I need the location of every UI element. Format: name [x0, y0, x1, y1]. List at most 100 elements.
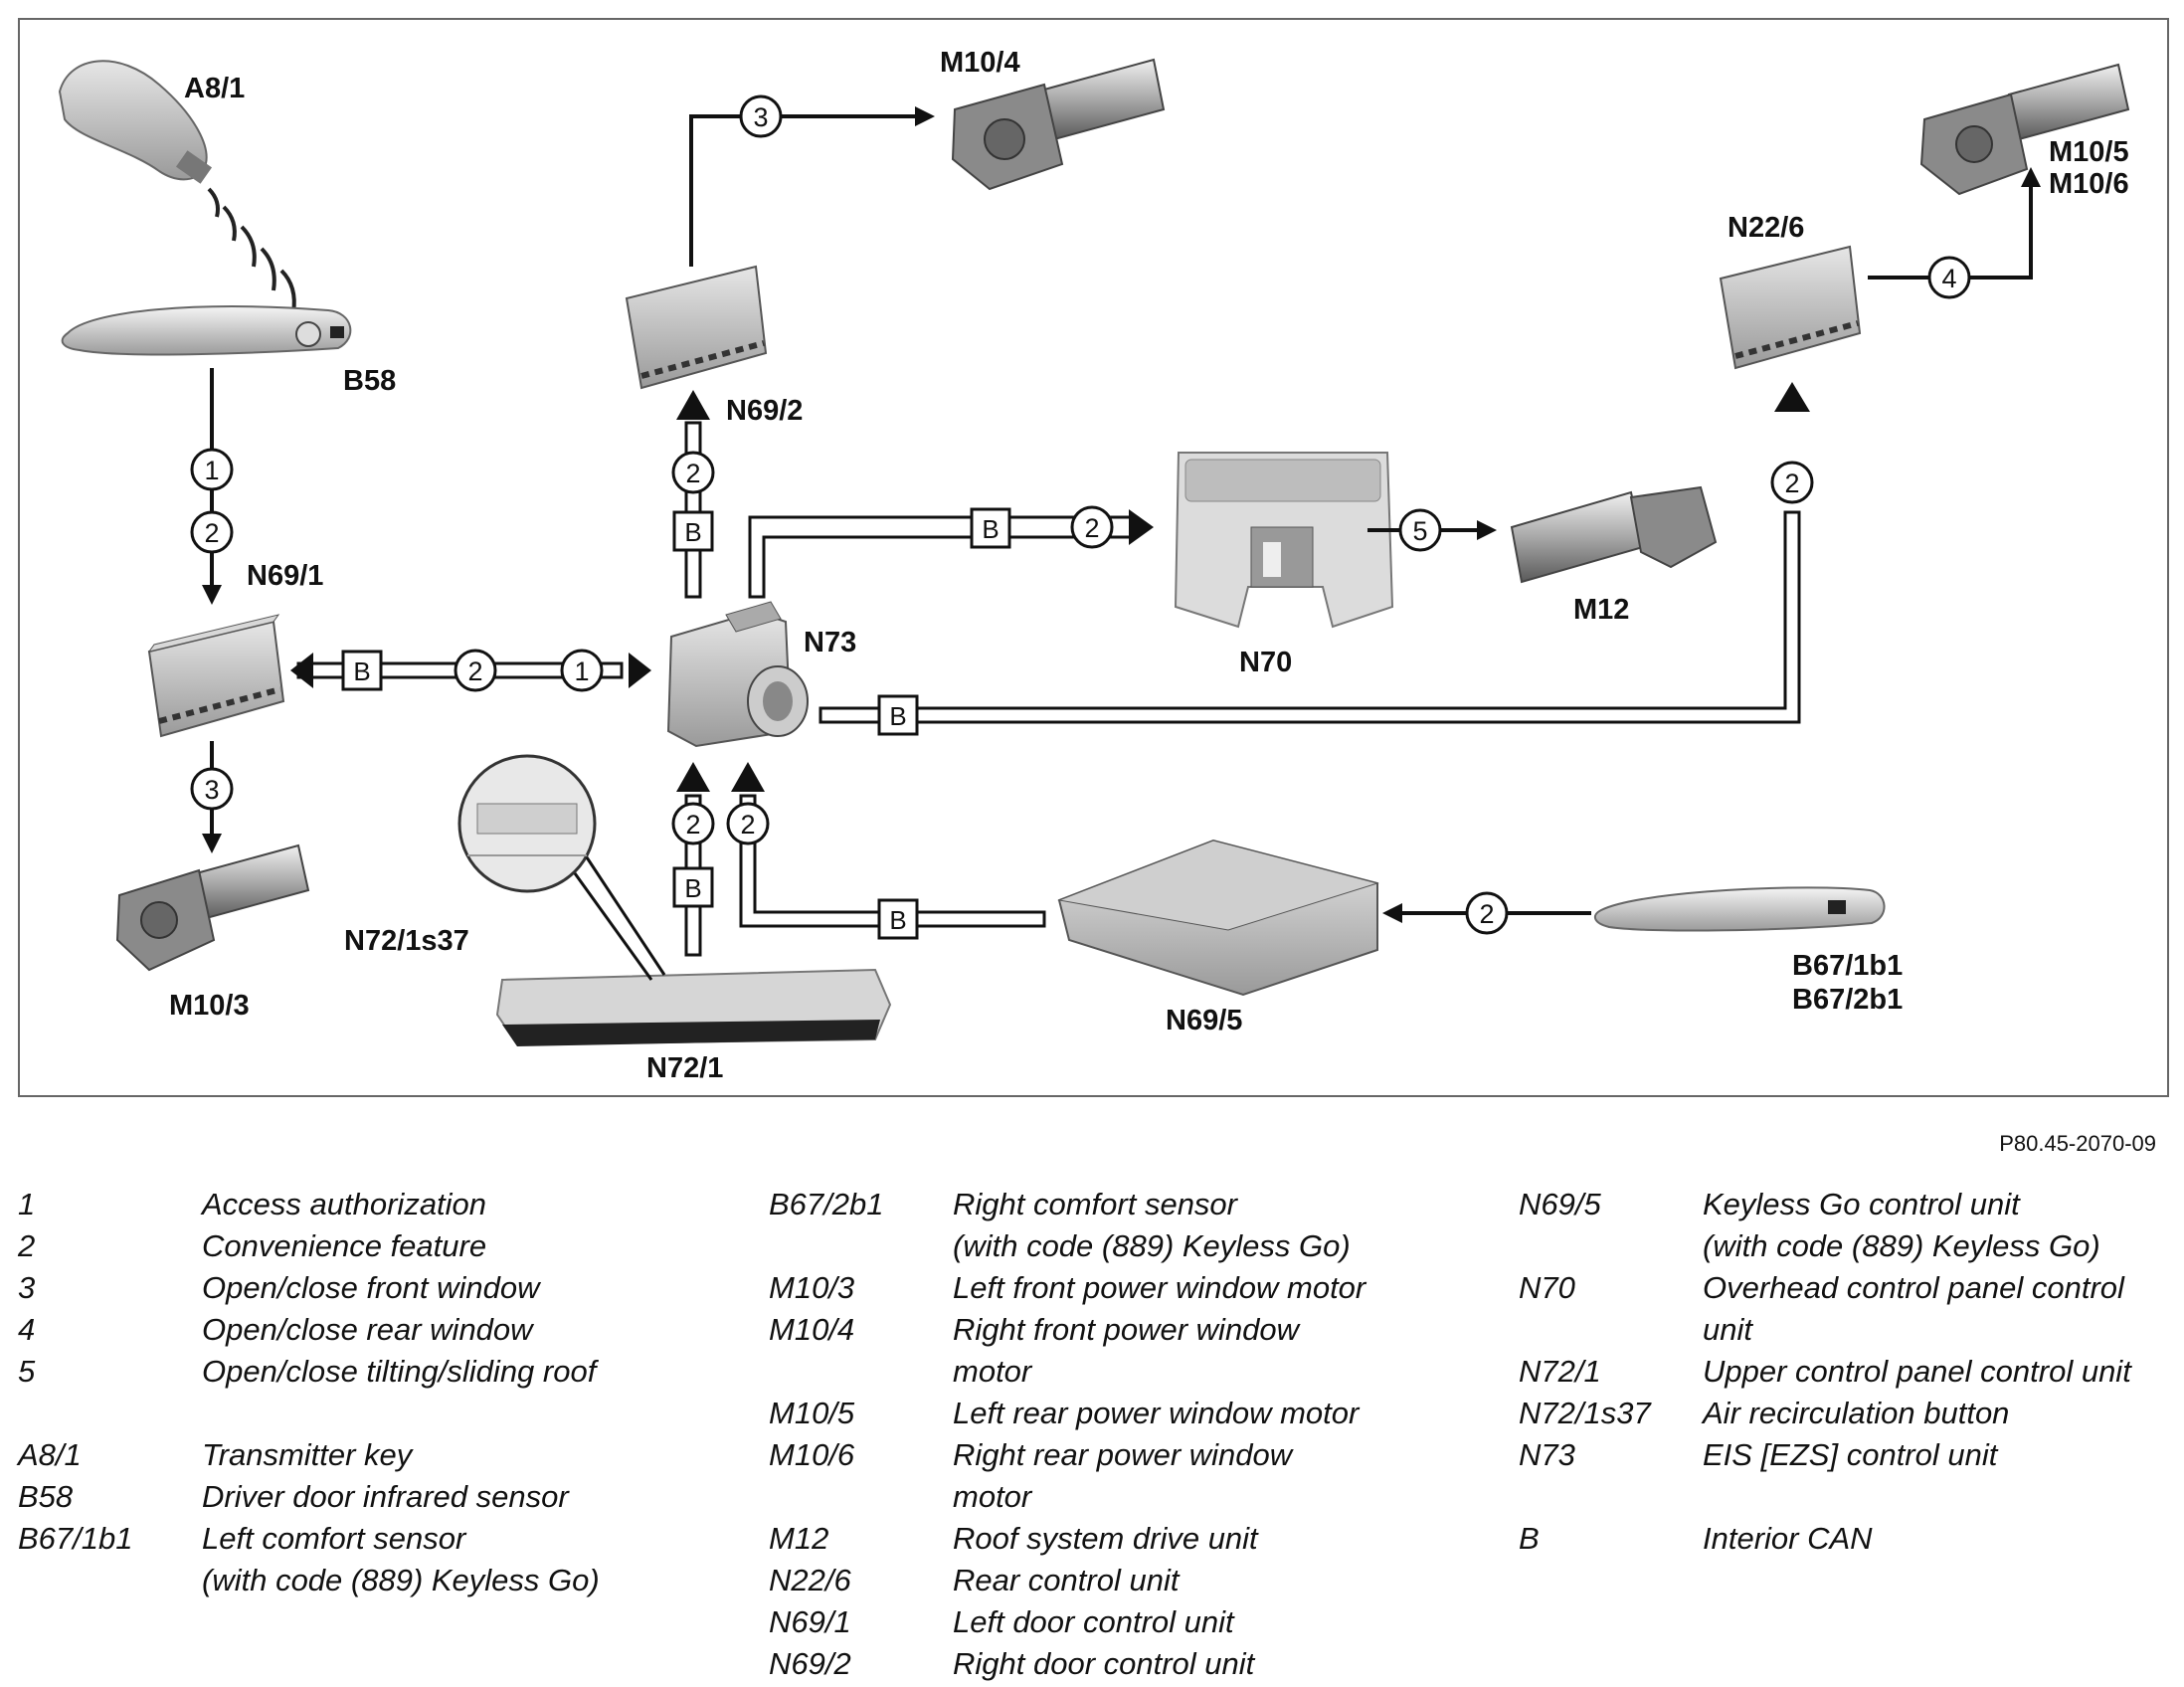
function-marker-2: 2 — [454, 649, 497, 692]
can-bus-marker-b: B — [341, 650, 383, 691]
svg-text:B: B — [889, 701, 906, 731]
legend-key: N73 — [1519, 1437, 1575, 1472]
m10-3-motor-icon — [115, 844, 310, 972]
legend-description: Open/close tilting/sliding roof — [202, 1354, 597, 1389]
legend-key — [1519, 1309, 1703, 1351]
driver-door-handle-icon — [61, 305, 352, 356]
n73-eis-unit-icon — [666, 601, 809, 748]
function-marker-2: 2 — [1465, 891, 1509, 935]
legend-description: Overhead control panel control — [1703, 1270, 2124, 1305]
label-m10-3: M10/3 — [169, 990, 250, 1022]
svg-text:1: 1 — [204, 456, 219, 485]
legend-key: M12 — [769, 1521, 829, 1556]
function-marker-2: 2 — [726, 802, 770, 845]
m10-5-m10-6-motor-icon — [1919, 63, 2130, 196]
svg-text:2: 2 — [1084, 513, 1099, 543]
legend-description: Left door control unit — [953, 1604, 1234, 1639]
label-b67-1b1: B67/1b1 — [1792, 950, 1903, 982]
legend-description: Roof system drive unit — [953, 1521, 1258, 1556]
svg-text:2: 2 — [204, 518, 219, 548]
legend-description: Transmitter key — [202, 1437, 413, 1472]
m10-4-motor-icon — [951, 58, 1166, 191]
can-bus-marker-b: B — [877, 694, 919, 736]
legend-description: Upper control panel control unit — [1703, 1354, 2131, 1389]
label-n69-1: N69/1 — [247, 560, 323, 592]
legend-row: motor — [769, 1476, 1365, 1518]
legend-description: Interior CAN — [1703, 1521, 1873, 1556]
transmitter-key-icon — [58, 60, 296, 313]
n70-overhead-panel-icon — [1174, 452, 1394, 629]
legend-description: Right front power window — [953, 1312, 1300, 1347]
function-marker-2: 2 — [671, 802, 715, 845]
legend-row: M10/6 Right rear power window — [769, 1434, 1365, 1476]
legend-description: (with code (889) Keyless Go) — [1703, 1228, 2100, 1263]
n22-6-module-icon — [1719, 245, 1862, 370]
legend-description: motor — [953, 1479, 1032, 1514]
figure-id: P80.45-2070-09 — [1999, 1131, 2156, 1156]
legend-description: Access authorization — [202, 1187, 487, 1221]
legend-key: B — [1519, 1521, 1540, 1556]
legend-spacer — [18, 1393, 600, 1434]
legend-spacer — [1519, 1476, 2131, 1518]
m12-roof-motor-icon — [1510, 485, 1718, 584]
label-m12: M12 — [1573, 594, 1629, 626]
legend-description: EIS [EZS] control unit — [1703, 1437, 1998, 1472]
legend-description: Right rear power window — [953, 1437, 1293, 1472]
legend-description: (with code (889) Keyless Go) — [202, 1563, 600, 1597]
legend-key — [18, 1560, 202, 1601]
comfort-sensor-handle-icon — [1593, 886, 1886, 932]
svg-text:2: 2 — [685, 810, 700, 840]
legend-key: N70 — [1519, 1270, 1575, 1305]
label-n69-2: N69/2 — [726, 395, 803, 427]
legend-key: 1 — [18, 1187, 36, 1221]
legend-key: B67/1b1 — [18, 1521, 133, 1556]
svg-text:2: 2 — [1784, 469, 1799, 498]
legend-description: motor — [953, 1354, 1032, 1389]
label-n69-5: N69/5 — [1166, 1005, 1242, 1036]
legend-description: Rear control unit — [953, 1563, 1180, 1597]
function-marker-4: 4 — [1927, 256, 1971, 299]
svg-text:1: 1 — [574, 656, 589, 686]
legend-key: M10/5 — [769, 1396, 855, 1430]
legend-description: Convenience feature — [202, 1228, 487, 1263]
legend-key — [769, 1351, 953, 1393]
legend-column-1: 1 Access authorization 2 Convenience featur… — [18, 1184, 600, 1601]
can-bus-marker-b: B — [970, 507, 1011, 549]
label-n72-1s37: N72/1s37 — [344, 925, 469, 957]
svg-text:B: B — [684, 873, 701, 903]
legend-key — [769, 1476, 953, 1518]
legend-row: N73 EIS [EZS] control unit — [1519, 1434, 2131, 1476]
legend-key: 2 — [18, 1228, 36, 1263]
can-bus-marker-b: B — [877, 898, 919, 940]
legend-key: 4 — [18, 1312, 36, 1347]
legend-key: 3 — [18, 1270, 36, 1305]
legend-description: Right door control unit — [953, 1646, 1255, 1681]
legend-description: unit — [1703, 1312, 1752, 1347]
function-marker-3: 3 — [190, 767, 234, 811]
legend-key: A8/1 — [18, 1437, 82, 1472]
legend-key: M10/4 — [769, 1312, 855, 1347]
svg-text:B: B — [353, 656, 370, 686]
svg-text:B: B — [684, 517, 701, 547]
function-marker-1: 1 — [190, 448, 234, 491]
legend-key: M10/6 — [769, 1437, 855, 1472]
svg-text:2: 2 — [685, 459, 700, 488]
svg-text:2: 2 — [1479, 899, 1494, 929]
label-m10-4: M10/4 — [940, 47, 1020, 79]
can-bus-marker-b: B — [672, 866, 714, 908]
arrowheads — [202, 106, 2041, 923]
label-n22-6: N22/6 — [1728, 212, 1804, 244]
legend-row: motor — [769, 1351, 1365, 1393]
n69-2-module-icon — [625, 265, 768, 390]
legend-description: (with code (889) Keyless Go) — [953, 1228, 1351, 1263]
legend-key: 5 — [18, 1354, 36, 1389]
svg-text:3: 3 — [204, 775, 219, 805]
legend-row: 5 Open/close tilting/sliding roof — [18, 1351, 600, 1393]
svg-text:3: 3 — [753, 102, 768, 132]
svg-text:4: 4 — [1941, 264, 1956, 293]
